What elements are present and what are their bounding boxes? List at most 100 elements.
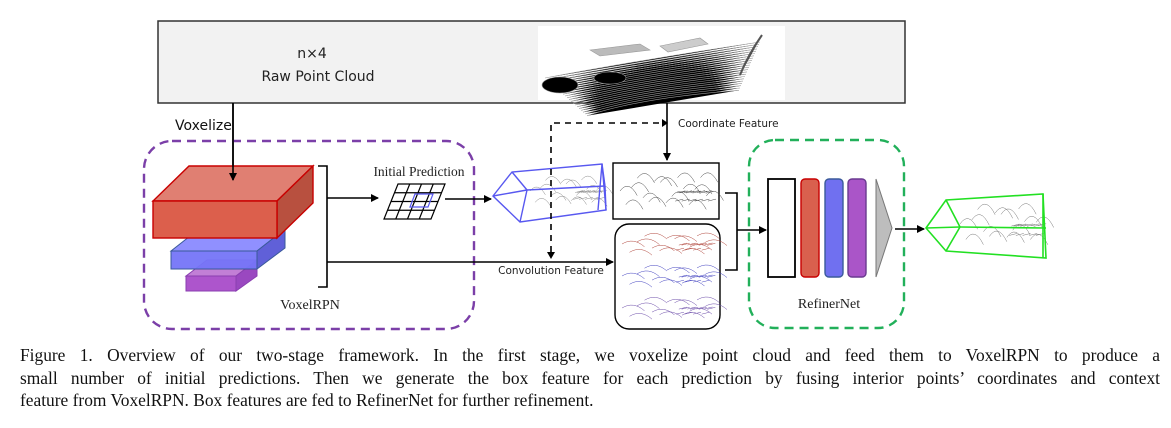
- proposal-point-cluster: [577, 190, 586, 193]
- refined-point-cluster: [1011, 223, 1020, 227]
- refined-point-cluster: [1020, 223, 1029, 227]
- convolution-point-cluster: [651, 245, 675, 252]
- convolution-point-cluster: [659, 279, 683, 286]
- convolution-point-cluster: [687, 306, 696, 310]
- coordinate-point-cluster: [675, 198, 684, 202]
- coordinate-point-cluster: [654, 176, 672, 187]
- refined-point-cluster: [1018, 223, 1027, 227]
- coordinate-point-cluster: [683, 190, 693, 193]
- convolution-point-cluster: [651, 309, 675, 316]
- lidar-scan-line: [586, 90, 740, 117]
- coordinate-feature-panel: [612, 162, 724, 220]
- proposal-point-cluster: [579, 197, 588, 200]
- convolution-point-cluster: [681, 312, 705, 319]
- convolution-point-cluster: [678, 306, 687, 310]
- convolution-point-cluster: [693, 279, 702, 283]
- lidar-car: [593, 71, 627, 85]
- proposal-point-cluster: [586, 190, 595, 193]
- refined-point-cluster: [1029, 233, 1038, 236]
- refinernet-label: RefinerNet: [798, 297, 860, 312]
- convolution-point-cluster: [696, 232, 720, 239]
- convolution-point-cluster: [629, 281, 653, 288]
- refined-point-cluster: [994, 207, 1013, 219]
- proposal-point-cluster: [596, 197, 605, 200]
- proposal-point-cluster: [570, 196, 587, 205]
- convolution-point-cluster: [644, 297, 668, 304]
- convolution-point-cluster: [629, 249, 653, 256]
- refined-point-cluster: [965, 233, 984, 245]
- lidar-scene-image: [538, 26, 785, 117]
- convolution-point-cluster: [666, 298, 690, 306]
- raw-point-cloud-panel: n×4 Raw Point Cloud: [157, 20, 906, 117]
- proposal-point-cluster: [580, 190, 590, 193]
- coordinate-point-cluster: [706, 190, 724, 201]
- convolution-point-cluster: [666, 266, 690, 274]
- convolution-point-cluster: [704, 239, 728, 246]
- figure-caption: Figure 1. Overview of our two-stage fram…: [20, 344, 1160, 412]
- convolution-point-cluster: [698, 243, 707, 246]
- convolution-point-cluster: [698, 307, 707, 310]
- convolution-point-cluster: [704, 242, 713, 246]
- coordinate-feature-label: Coordinate Feature: [678, 118, 779, 130]
- coordinate-point-cluster: [707, 198, 717, 202]
- coordinate-branch-arrowhead: [662, 119, 668, 127]
- coordinate-point-cluster: [642, 192, 661, 203]
- coordinate-point-cluster: [619, 186, 638, 196]
- coordinate-point-cluster: [705, 190, 714, 194]
- coordinate-point-cluster: [648, 197, 667, 207]
- convolution-point-cluster: [704, 303, 728, 310]
- caption-line-1: Figure 1. Overview of our two-stage fram…: [20, 345, 1160, 365]
- convolution-point-cluster: [681, 306, 690, 310]
- voxelrpn-container: [142, 139, 476, 331]
- proposal-point-cluster: [573, 197, 582, 200]
- convolution-point-cluster: [621, 240, 645, 247]
- refiner-layer-red: [800, 178, 820, 278]
- proposal-point-cluster: [588, 190, 597, 193]
- proposal-point-cluster: [529, 186, 546, 195]
- coordinate-point-cluster: [703, 190, 712, 193]
- convolution-point-cluster: [684, 311, 693, 315]
- convolution-point-cluster: [695, 242, 705, 246]
- convolution-point-cluster: [681, 248, 705, 255]
- proposal-branch-dashed: [550, 122, 662, 252]
- refined-point-cluster: [989, 230, 1008, 242]
- coordinate-point-cluster: [665, 197, 684, 208]
- voxelrpn-layer-1: [151, 164, 315, 240]
- coordinate-point-cluster: [701, 198, 710, 202]
- refined-point-cluster: [1035, 216, 1054, 228]
- convolution-point-cluster: [674, 299, 698, 306]
- convolution-point-cluster: [659, 311, 683, 318]
- refined-point-cluster: [1015, 233, 1024, 236]
- refined-box: [924, 193, 1054, 259]
- coordinate-point-cluster: [681, 198, 690, 202]
- convolution-point-cluster: [684, 279, 693, 283]
- convolution-branch-arrowhead: [547, 252, 555, 259]
- refined-point-cluster: [983, 226, 1002, 238]
- refined-point-cluster: [1024, 216, 1043, 227]
- refined-point-cluster: [1006, 231, 1025, 243]
- convolution-point-cluster: [621, 272, 645, 279]
- proposal-point-cluster: [545, 176, 562, 185]
- convolution-point-cluster: [687, 242, 696, 246]
- caption-line-3: feature from VoxelRPN. Box features are …: [20, 390, 594, 410]
- coordinate-point-cluster: [700, 172, 718, 183]
- refined-point-cluster: [1033, 224, 1042, 227]
- lidar-car: [541, 76, 579, 94]
- coordinate-point-cluster: [699, 190, 708, 194]
- lidar-pole: [739, 34, 763, 76]
- lidar-building: [589, 43, 651, 57]
- refined-point-cluster: [1009, 233, 1018, 236]
- refined-point-cluster: [1022, 233, 1031, 236]
- coordinate-point-cluster: [683, 183, 701, 194]
- convolution-point-cluster: [678, 274, 687, 278]
- convolution-point-cluster: [696, 296, 720, 303]
- convolution-point-cluster: [690, 274, 699, 278]
- convolution-point-cluster: [695, 274, 705, 278]
- proposal-point-cluster: [594, 190, 603, 194]
- voxelize-label: Voxelize: [175, 118, 232, 134]
- proposal-point-cluster: [581, 175, 598, 184]
- refined-point-cluster: [1026, 224, 1036, 227]
- refiner-input-layer: [767, 178, 796, 278]
- initial-prediction-grid: [383, 183, 446, 220]
- convolution-point-cluster: [636, 302, 660, 309]
